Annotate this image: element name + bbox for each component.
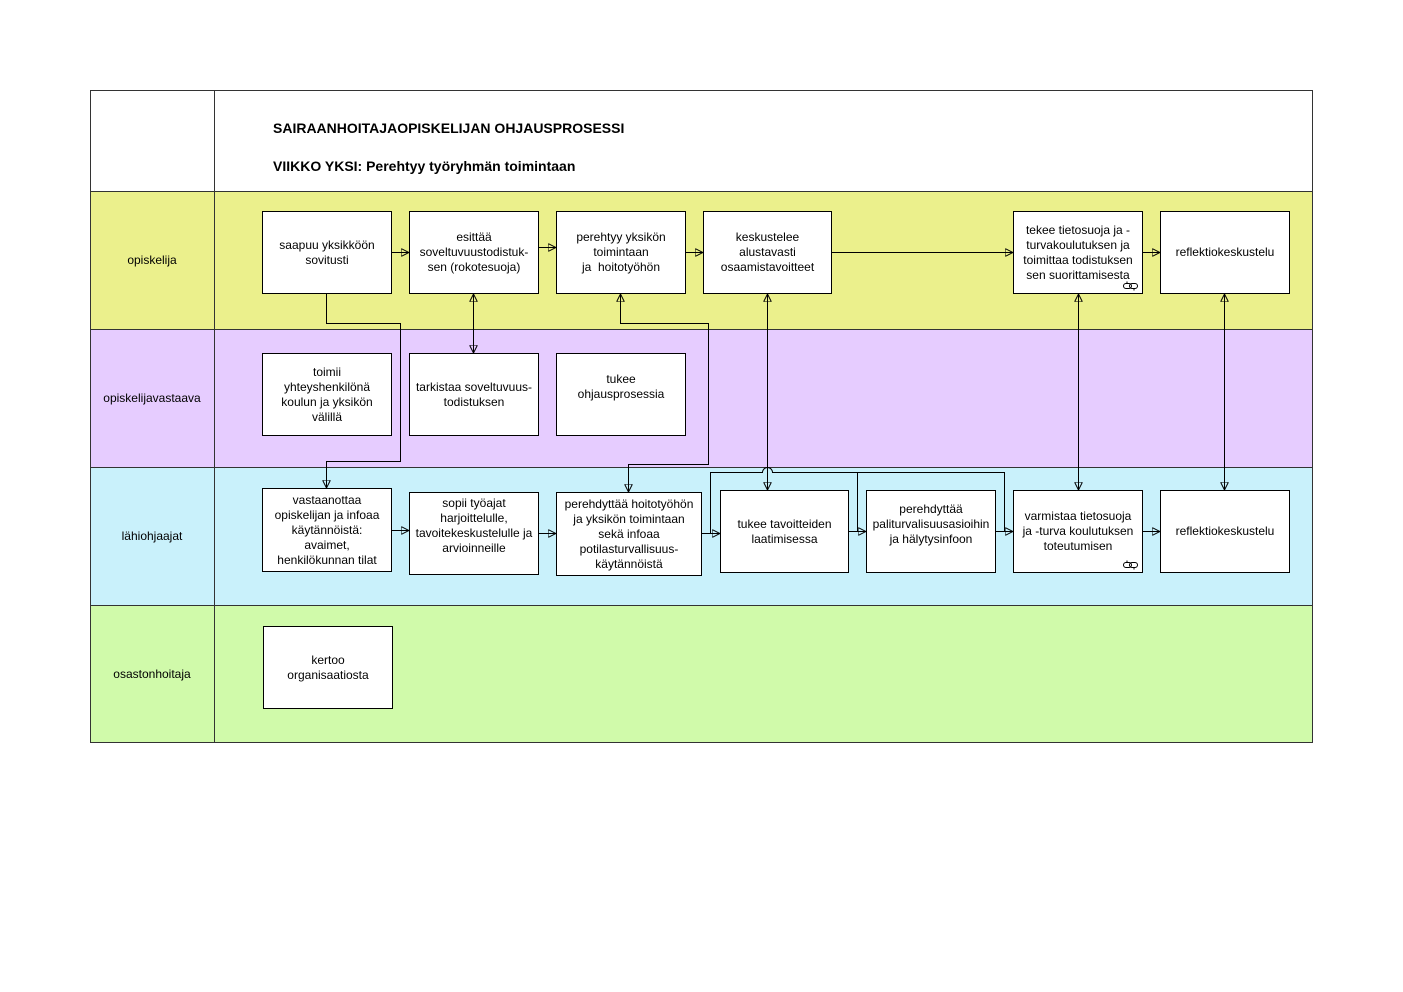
step-perehtyy-yksikon-toimintaan: perehtyy yksikön toimintaan ja hoitotyöh…: [556, 211, 686, 294]
step-reflektiokeskustelu-lahiohjaajat: reflektiokeskustelu: [1160, 490, 1290, 573]
step-reflektiokeskustelu-opiskelija: reflektiokeskustelu: [1160, 211, 1290, 294]
hyperlink-icon[interactable]: [1123, 281, 1138, 291]
step-esittaa-soveltuvuustodistuksen: esittää soveltuvuustodistuk- sen (rokote…: [409, 211, 539, 294]
step-text: tekee tietosuoja ja - turvakoulutuksen j…: [1023, 222, 1133, 282]
step-text: tukee ohjausprosessia: [577, 372, 665, 401]
step-kertoo-organisaatiosta: kertoo organisaatiosta: [263, 626, 393, 709]
step-text: tarkistaa soveltuvuus- todistuksen: [415, 379, 533, 409]
step-text: reflektiokeskustelu: [1175, 245, 1275, 259]
step-saapuu-yksikkoon: saapuu yksikköön sovitusti: [262, 211, 392, 294]
step-toimii-yhteyshenkilona: toimii yhteyshenkilönä koulun ja yksikön…: [262, 353, 392, 436]
step-tukee-tavoitteiden-laatimisessa: tukee tavoitteiden laatimisessa: [720, 490, 849, 573]
step-perehdyttaa-paloturvallisuuteen: perehdyttää paliturvalisuusasioihin ja h…: [866, 490, 996, 573]
step-perehdyttaa-hoitotyohon: perehdyttää hoitotyöhön ja yksikön toimi…: [556, 492, 702, 576]
step-text: vastaanottaa opiskelijan ja infoaa käytä…: [274, 492, 380, 567]
step-vastaanottaa-opiskelijan: vastaanottaa opiskelijan ja infoaa käytä…: [262, 488, 392, 572]
step-text: keskustelee alustavasti osaamistavoittee…: [720, 230, 815, 274]
page-title: SAIRAANHOITAJAOPISKELIJAN OHJAUSPROSESSI: [273, 120, 625, 136]
lane-label-lahiohjaajat: lähiohjaajat: [121, 529, 183, 543]
lane-label-osastonhoitaja: osastonhoitaja: [113, 667, 191, 681]
lane-label-opiskelija: opiskelija: [127, 253, 177, 267]
header-label-cell: [90, 90, 214, 191]
lane-label-opiskelijavastaava: opiskelijavastaava: [103, 391, 201, 405]
step-text: perehdyttää paliturvalisuusasioihin ja h…: [872, 501, 990, 546]
step-text: kertoo organisaatiosta: [287, 652, 369, 682]
step-text: saapuu yksikköön sovitusti: [279, 237, 375, 267]
label-column-divider: [214, 90, 215, 743]
step-text: toimii yhteyshenkilönä koulun ja yksikön…: [281, 364, 373, 424]
step-tarkistaa-soveltuvuustodistuksen: tarkistaa soveltuvuus- todistuksen: [409, 353, 539, 436]
step-text: sopii työajat harjoittelulle, tavoitekes…: [415, 496, 533, 555]
step-text: perehdyttää hoitotyöhön ja yksikön toimi…: [564, 496, 694, 571]
step-varmistaa-tietosuojakoulutuksen: varmistaa tietosuoja ja -turva koulutuks…: [1013, 490, 1143, 573]
step-tekee-tietosuojakoulutuksen: tekee tietosuoja ja - turvakoulutuksen j…: [1013, 211, 1143, 294]
step-tukee-ohjausprosessia: tukee ohjausprosessia: [556, 353, 686, 436]
step-sopii-tyoajat: sopii työajat harjoittelulle, tavoitekes…: [409, 492, 539, 575]
hyperlink-icon[interactable]: [1123, 560, 1138, 570]
page-subtitle: VIIKKO YKSI: Perehtyy työryhmän toiminta…: [273, 158, 576, 174]
step-text: reflektiokeskustelu: [1175, 524, 1275, 538]
step-keskustelee-osaamistavoitteet: keskustelee alustavasti osaamistavoittee…: [703, 211, 832, 294]
step-text: perehtyy yksikön toimintaan ja hoitotyöh…: [576, 230, 666, 274]
step-text: varmistaa tietosuoja ja -turva koulutuks…: [1022, 509, 1134, 553]
step-text: tukee tavoitteiden laatimisessa: [737, 516, 832, 546]
header-row: [90, 90, 1313, 191]
step-text: esittää soveltuvuustodistuk- sen (rokote…: [419, 230, 529, 274]
